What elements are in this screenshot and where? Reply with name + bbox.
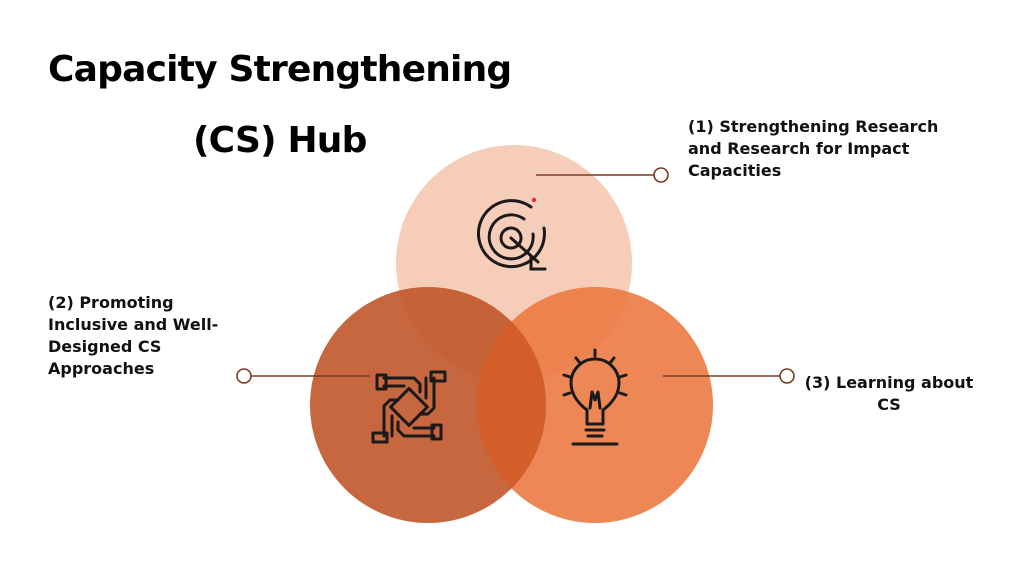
label-learning-cs: (3) Learning about CS [804,373,974,414]
page-title-line-1: Capacity Strengthening [48,49,512,90]
target-icon [477,199,547,271]
overlap-lower [476,321,547,489]
label-inclusive-approaches: (2) Promoting Inclusive and Well-Designe… [48,293,219,378]
accent-dot [531,197,537,203]
connector-2 [236,368,370,384]
connector-3 [663,368,795,384]
lightbulb-icon [562,348,628,446]
page-title-line-2: (CS) Hub [193,120,367,161]
circle-learning [477,287,713,523]
label-strengthening-research: (1) Strengthening Research and Research … [688,117,939,180]
handshake-icon [371,370,447,444]
circle-inclusive [310,287,546,523]
connector-1 [536,167,669,183]
